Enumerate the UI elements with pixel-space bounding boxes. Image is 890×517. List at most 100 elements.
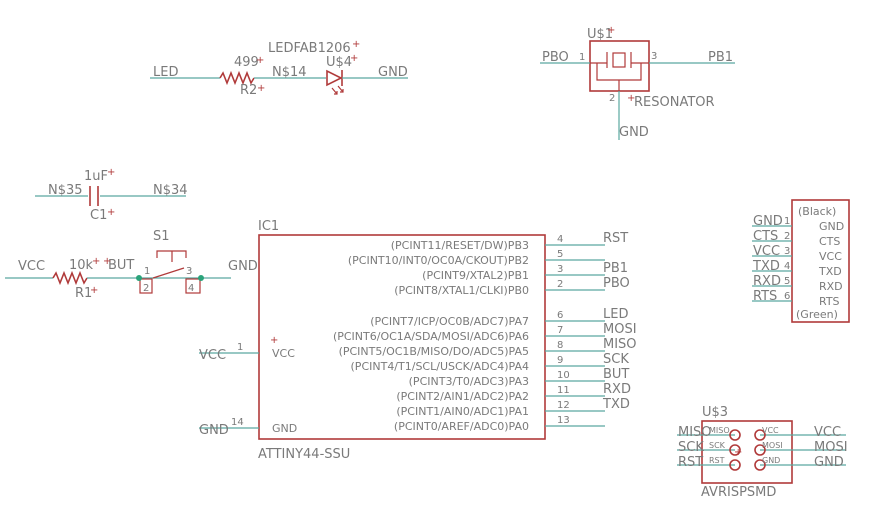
- n14-label: N$14: [272, 65, 307, 80]
- switch-pad-4: [185, 278, 201, 294]
- resonator-value-plus: +: [627, 93, 635, 104]
- cap-ref: C1: [90, 208, 107, 223]
- isp-left-net: MISO: [678, 425, 712, 440]
- ic-pin-net: SCK: [603, 352, 629, 367]
- cap-ref-plus: +: [107, 207, 115, 218]
- ftdi-pin-name: TXD: [818, 265, 842, 278]
- ic-ref: IC1: [258, 219, 279, 234]
- led-ref: U$4: [326, 55, 352, 70]
- ic-pin-net: TXD: [602, 397, 630, 412]
- junction-dot-right: [198, 275, 204, 281]
- r2-value: 499: [234, 55, 259, 70]
- isp-origin-plus: +: [734, 447, 742, 458]
- resonator-right-net: PB1: [708, 50, 733, 65]
- ic-pin-net: MOSI: [603, 322, 637, 337]
- isp-ref: U$3: [702, 405, 728, 420]
- button-vcc-label: VCC: [18, 259, 45, 274]
- attiny44-ic: IC1 VCC + GND 1 VCC 14 GND ATTINY44-SSU …: [199, 219, 637, 462]
- led-net-label: LED: [153, 65, 178, 80]
- isp-pad: [729, 429, 741, 441]
- resonator-pin3: 3: [651, 51, 657, 62]
- ftdi-pin-name: VCC: [819, 250, 842, 263]
- ftdi-top-label: (Black): [798, 205, 836, 218]
- r2-ref-plus: +: [257, 83, 265, 94]
- ic-value: ATTINY44-SSU: [258, 447, 350, 462]
- ic-pin-net: PBO: [603, 276, 630, 291]
- ic-pin-number: 10: [557, 370, 570, 381]
- led-ref-plus: +: [350, 53, 358, 64]
- n35-label: N$35: [48, 183, 83, 198]
- ic-pin-name: (PCINT2/AIN1/ADC2)PA2: [396, 390, 529, 403]
- led-value: LEDFAB1206: [268, 41, 351, 56]
- isp-left-pin-name: SCK: [709, 441, 726, 450]
- ftdi-pin-number: 4: [784, 261, 790, 272]
- resonator-ref-plus: +: [607, 25, 615, 36]
- led-gnd-label: GND: [378, 65, 408, 80]
- but-net-label: BUT: [108, 258, 134, 273]
- ic-pin-name: (PCINT8/XTAL1/CLKI)PB0: [394, 284, 529, 297]
- isp-right-net: VCC: [814, 425, 841, 440]
- ic-pin-number: 11: [557, 385, 570, 396]
- resistor-r1: [52, 270, 88, 286]
- r2-origin-plus: +: [256, 55, 264, 66]
- ic-gnd-pin-num: 14: [231, 417, 244, 428]
- ic-pin-net: RST: [603, 231, 628, 246]
- switch-ref: S1: [153, 229, 170, 244]
- switch-lever: [152, 267, 185, 279]
- r2-ref: R2: [240, 83, 257, 98]
- resonator-pin1: 1: [579, 52, 585, 63]
- ic-vcc-pin-num: 1: [237, 342, 243, 353]
- ic-pin-name: (PCINT9/XTAL2)PB1: [422, 269, 529, 282]
- isp-right-pin-name: MOSI: [762, 441, 783, 450]
- ic-pin-number: 4: [557, 234, 563, 245]
- resonator-ref: U$1: [587, 27, 613, 42]
- ftdi-pin-number: 5: [784, 276, 790, 287]
- ftdi-pin-name: CTS: [819, 235, 840, 248]
- capacitor-circuit: N$35 N$34 1uF + C1 +: [35, 167, 188, 223]
- ic-gnd-net: GND: [199, 423, 229, 438]
- ic-pin-number: 2: [557, 279, 563, 290]
- ftdi-pin-net: RXD: [753, 274, 781, 289]
- ic-pin-number: 7: [557, 325, 563, 336]
- ftdi-pin-net: VCC: [753, 244, 780, 259]
- isp-right-net: GND: [814, 455, 844, 470]
- r1-value: 10k: [69, 258, 94, 273]
- ic-pin-number: 6: [557, 310, 563, 321]
- ic-pin-name: (PCINT5/OC1B/MISO/DO/ADC5)PA5: [339, 345, 529, 358]
- isp-body: [701, 420, 793, 484]
- isp-pad: [754, 444, 766, 456]
- isp-pad: [754, 459, 766, 471]
- r1-ref-plus: +: [90, 285, 98, 296]
- ic-pin-number: 3: [557, 264, 563, 275]
- isp-pad: [729, 459, 741, 471]
- resonator-gnd-label: GND: [619, 125, 649, 140]
- ic-pin-name: (PCINT10/INT0/OC0A/CKOUT)PB2: [348, 254, 529, 267]
- isp-pad: [729, 444, 741, 456]
- cap-value: 1uF: [84, 169, 108, 184]
- ic-pin-name: (PCINT3/T0/ADC3)PA3: [409, 375, 529, 388]
- ic-pin-net: RXD: [603, 382, 631, 397]
- isp-value: AVRISPSMD: [701, 485, 776, 500]
- isp-left-net: RST: [678, 455, 703, 470]
- cap-value-plus: +: [107, 167, 115, 178]
- ic-pin-name: (PCINT1/AIN0/ADC1)PA1: [396, 405, 529, 418]
- ic-pin-net: PB1: [603, 261, 628, 276]
- resonator-ground-leg: [596, 63, 642, 91]
- led-diode-symbol: [326, 69, 343, 87]
- resonator-circuit: U$1 + PBO 1 PB1 3 2 RESONATOR + GND: [540, 25, 735, 140]
- isp-right-pin-name: VCC: [762, 426, 779, 435]
- resonator-pin2: 2: [609, 93, 615, 104]
- n34-label: N$34: [153, 183, 188, 198]
- ftdi-pin-net: GND: [753, 214, 783, 229]
- isp-left-pin-name: RST: [709, 456, 725, 465]
- isp-right-net: MOSI: [814, 440, 848, 455]
- ic-pin-name: (PCINT6/OC1A/SDA/MOSI/ADC6)PA6: [333, 330, 529, 343]
- ic-gnd-pin-name: GND: [272, 422, 297, 435]
- ftdi-pin-number: 2: [784, 231, 790, 242]
- ftdi-pin-name: GND: [819, 220, 844, 233]
- ic-pin-name: (PCINT0/AREF/ADC0)PA0: [394, 420, 529, 433]
- ic-pin-number: 9: [557, 355, 563, 366]
